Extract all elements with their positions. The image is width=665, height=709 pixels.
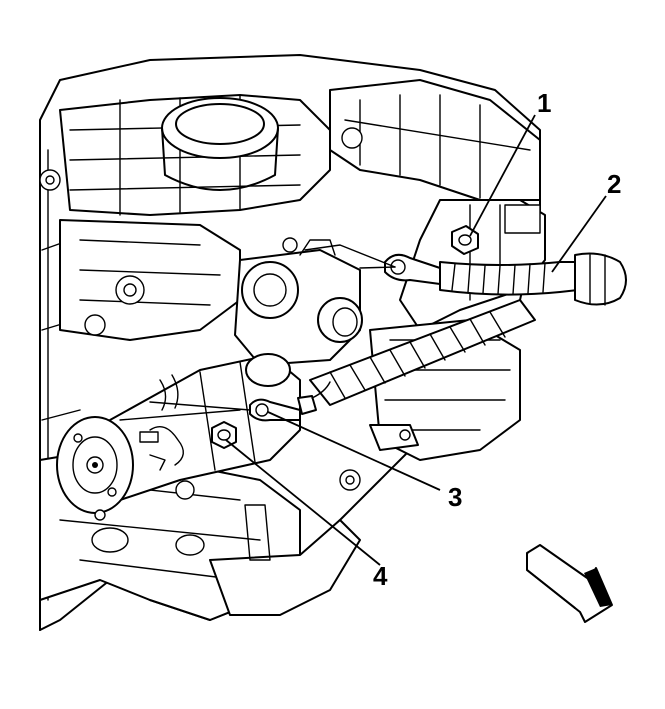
callout-2: 2 [551, 169, 621, 273]
callout-label-1: 1 [537, 88, 551, 118]
solenoid-housing [234, 237, 363, 366]
starter-motor [56, 353, 301, 521]
front-of-vehicle-arrow-icon [526, 544, 613, 623]
callout-3: 3 [267, 411, 462, 512]
alignment-lines [119, 244, 396, 421]
callout-label-2: 2 [607, 169, 621, 199]
callout-1: 1 [469, 88, 551, 237]
solenoid-wire-terminal [249, 381, 331, 422]
callout-label-4: 4 [373, 561, 388, 591]
callout-4: 4 [225, 439, 388, 591]
solenoid-terminal-nut [211, 421, 237, 449]
callout-label-3: 3 [448, 482, 462, 512]
positive-battery-cable [309, 252, 627, 406]
